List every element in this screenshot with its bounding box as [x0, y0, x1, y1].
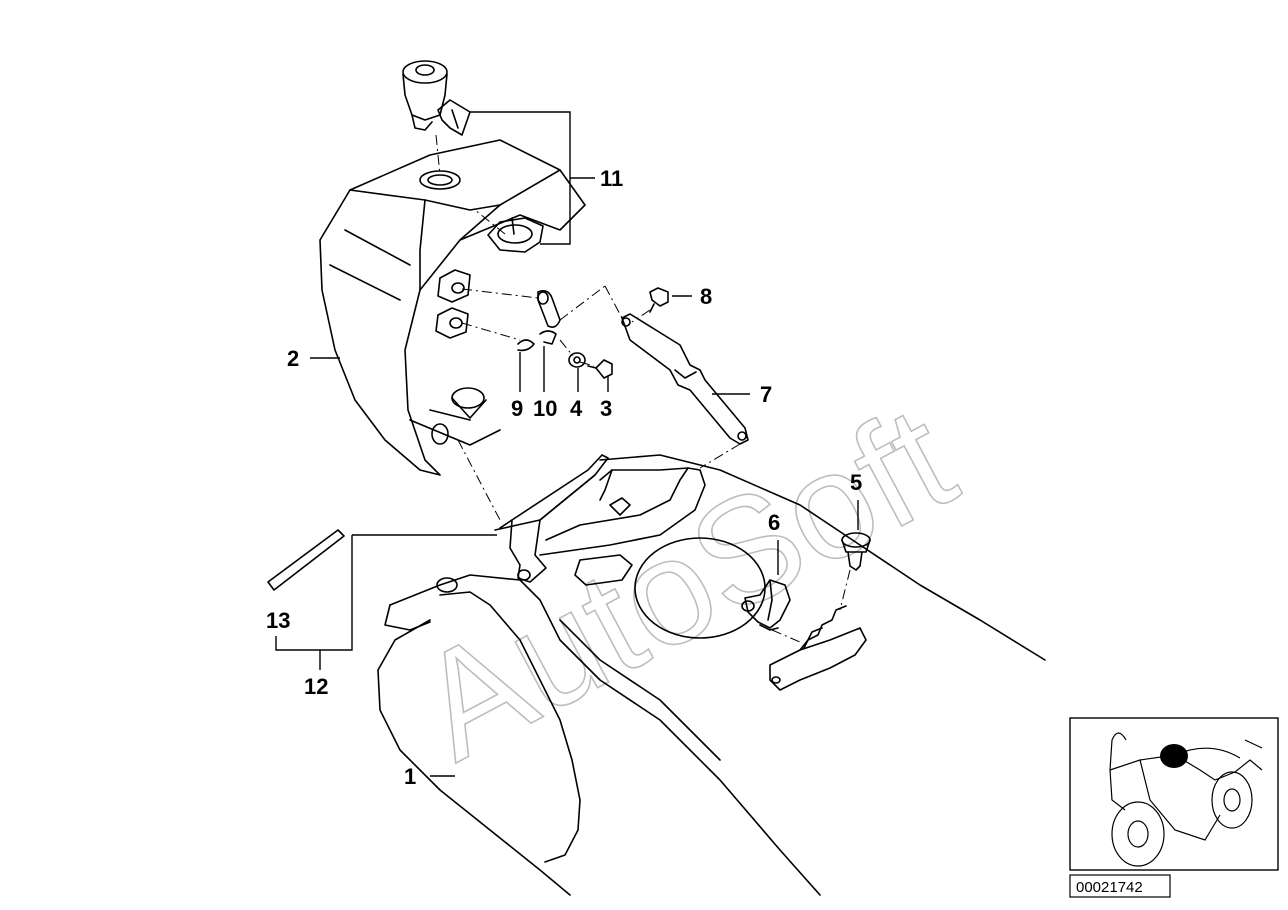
watermark-text: AutoSoft — [392, 373, 979, 791]
part-13-pin — [267, 529, 345, 591]
callout-3: 3 — [600, 396, 612, 421]
part-2-fairing — [319, 139, 586, 476]
assembly-lines — [435, 134, 851, 643]
callout-9: 9 — [511, 396, 523, 421]
part-4-washer — [568, 352, 586, 368]
callout-11: 11 — [600, 166, 623, 191]
callout-5: 5 — [850, 470, 862, 495]
callout-8: 8 — [700, 284, 712, 309]
part-5-knob — [841, 532, 871, 571]
callout-1: 1 — [404, 764, 416, 789]
reference-number-box: 00021742 — [1069, 874, 1171, 898]
part-9-10-clips — [517, 290, 561, 352]
part-8-screw — [649, 287, 669, 313]
support-bracket — [494, 454, 706, 583]
part-1-seat — [377, 454, 1046, 896]
part-3-screw — [587, 359, 613, 379]
callout-10: 10 — [533, 396, 557, 421]
callout-6: 6 — [768, 510, 780, 535]
striker-plate — [769, 605, 867, 691]
part-11-lock — [402, 60, 544, 253]
highlight-marker — [1160, 744, 1188, 768]
part-7-strut — [621, 313, 749, 445]
callout-13: 13 — [266, 608, 290, 633]
motorcycle-thumbnail — [1069, 717, 1279, 871]
callout-12: 12 — [304, 674, 328, 699]
spacer-studs — [435, 269, 471, 339]
callout-7: 7 — [760, 382, 772, 407]
reference-number: 00021742 — [1076, 879, 1143, 896]
callout-2: 2 — [287, 346, 299, 371]
part-6-latch — [741, 579, 791, 631]
callout-4: 4 — [570, 396, 583, 421]
leader-lines — [275, 111, 859, 777]
